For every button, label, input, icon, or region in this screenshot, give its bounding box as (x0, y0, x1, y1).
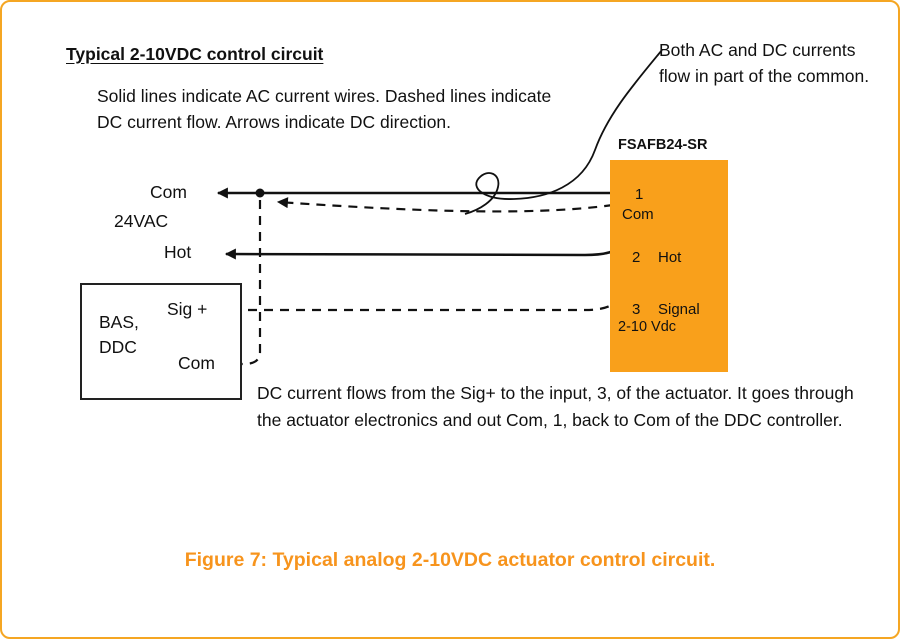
label-hot: Hot (164, 242, 192, 262)
controller-box (80, 283, 242, 400)
actuator-pin3-range: 2-10 Vdc (618, 319, 677, 335)
common-current-note: Both AC and DC currents flow in part of … (659, 40, 870, 86)
label-com: Com (150, 182, 187, 202)
controller-sig-terminal: Sig + (167, 299, 208, 319)
controller-com-terminal: Com (178, 353, 215, 373)
actuator-pin2-number: 2 (632, 249, 641, 266)
actuator-pin2-label: Hot (658, 249, 682, 266)
controller-name-line1: BAS, (99, 312, 139, 332)
actuator-pin3-number: 3 (632, 301, 641, 318)
dc-flow-description: DC current flows from the Sig+ to the in… (257, 383, 854, 430)
legend-text: Solid lines indicate AC current wires. D… (97, 86, 552, 132)
diagram-title: Typical 2-10VDC control circuit (66, 44, 324, 64)
dc-return-wire (276, 197, 614, 213)
actuator-box (610, 160, 728, 372)
controller-name-line2: DDC (99, 337, 137, 357)
actuator-pin3-label: Signal (658, 301, 700, 318)
figure-caption: Figure 7: Typical analog 2-10VDC actuato… (184, 549, 716, 571)
actuator-model-label: FSAFB24-SR (618, 137, 708, 153)
signal-dc-wire (232, 296, 622, 312)
label-24vac: 24VAC (114, 211, 169, 231)
actuator-pin1-number: 1 (635, 186, 644, 203)
junction-dot (255, 188, 265, 198)
actuator-pin1-label: Com (622, 206, 654, 223)
hot-ac-wire (224, 242, 625, 260)
